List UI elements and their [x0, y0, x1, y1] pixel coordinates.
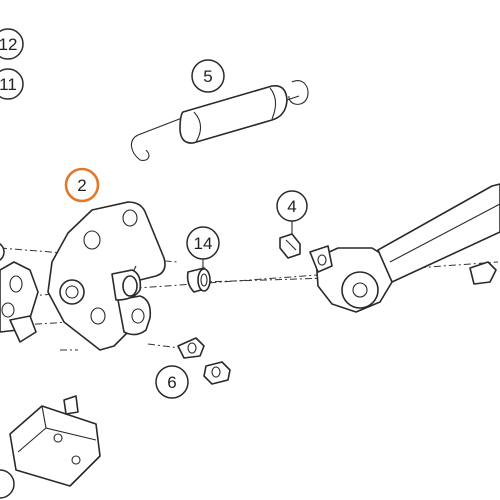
callout-14: 14 [186, 226, 220, 260]
svg-text:2: 2 [77, 176, 86, 195]
bolt [177, 337, 205, 359]
sensor-block [9, 395, 101, 487]
callout-11: 11 [0, 68, 24, 100]
svg-text:12: 12 [0, 35, 17, 54]
callout-partial-bottom [0, 469, 15, 499]
nut [203, 361, 231, 385]
spring [130, 80, 309, 161]
screw [279, 233, 301, 259]
bracket-plate [47, 201, 166, 351]
svg-text:11: 11 [0, 75, 17, 94]
svg-text:4: 4 [287, 197, 296, 216]
pivot-sleeve [111, 269, 142, 301]
callout-4: 4 [276, 190, 308, 222]
svg-text:14: 14 [194, 234, 213, 253]
svg-text:6: 6 [167, 373, 176, 392]
callout-12: 12 [0, 28, 24, 60]
callout-5: 5 [191, 59, 225, 93]
callout-partial-left [0, 243, 5, 261]
bushing [186, 267, 211, 293]
callout-2: 2 [64, 167, 100, 203]
side-stand-leg [309, 183, 500, 313]
svg-text:5: 5 [203, 67, 212, 86]
frame-mount [0, 261, 39, 343]
callout-6: 6 [155, 365, 189, 399]
